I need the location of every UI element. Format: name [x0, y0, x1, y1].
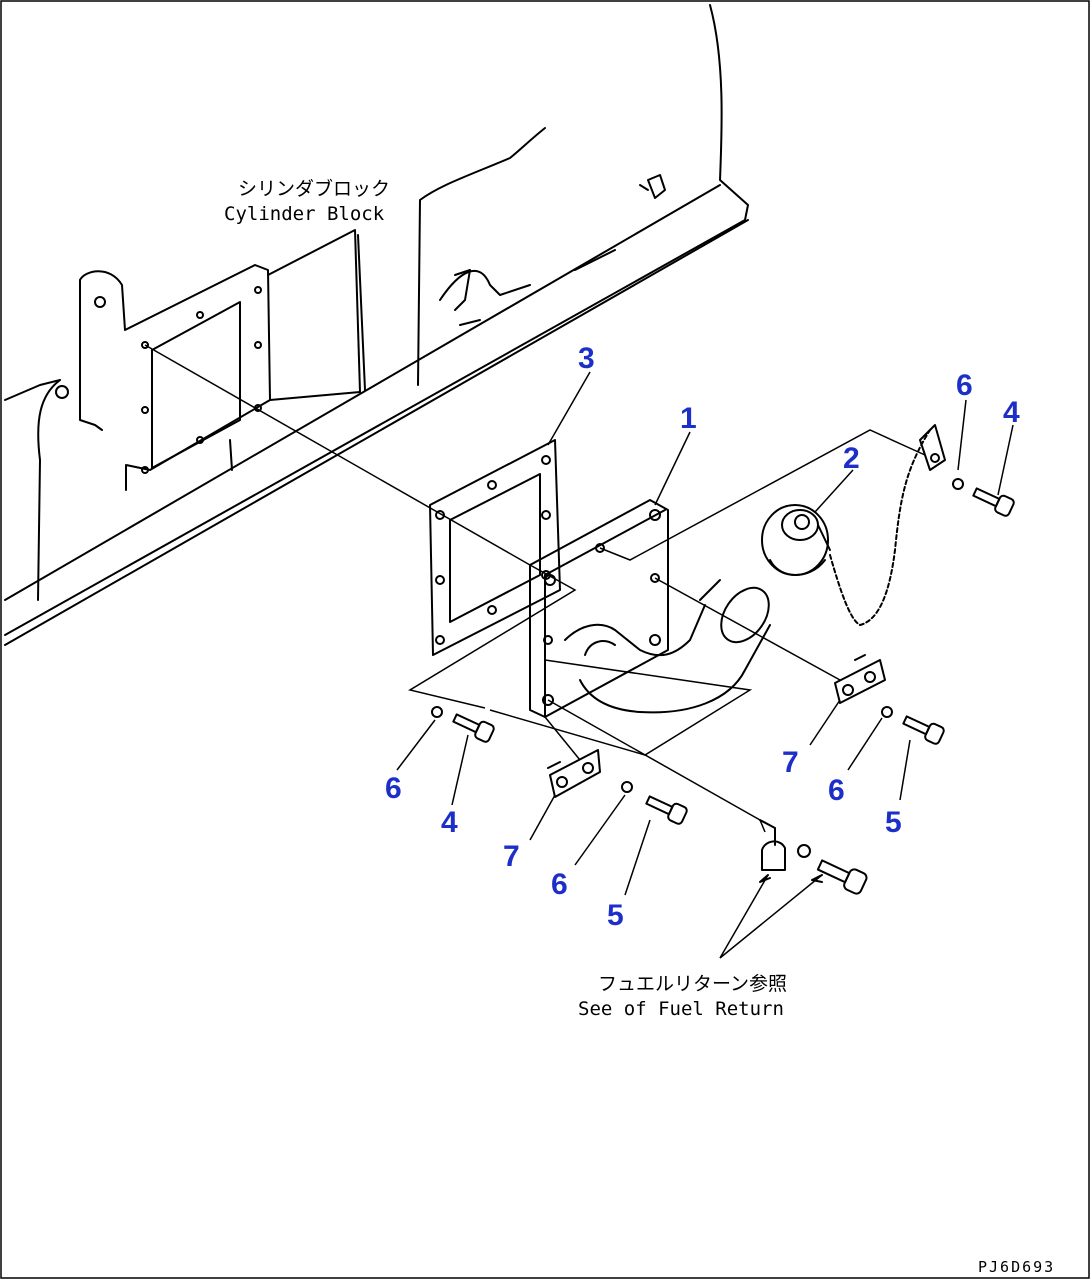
clamp-left — [547, 749, 601, 798]
fuel-return-label-en: See of Fuel Return — [578, 998, 784, 1020]
assembly-lines — [144, 344, 926, 833]
callout-3: 3 — [578, 342, 595, 375]
elbow-cover — [529, 499, 771, 718]
callout-1: 1 — [680, 402, 697, 435]
callout-2: 2 — [843, 442, 860, 475]
callout-5: 5 — [607, 899, 624, 932]
gasket — [429, 439, 561, 656]
fuel-return-clip — [759, 819, 786, 871]
cylinder-block-label-en: Cylinder Block — [224, 203, 385, 225]
chain — [829, 424, 946, 626]
clamp-right — [834, 654, 886, 704]
callout-6: 6 — [385, 772, 402, 805]
washers — [431, 478, 964, 858]
cap — [761, 504, 831, 576]
cylinder-block-label-jp: シリンダブロック — [238, 177, 390, 200]
callout-6: 6 — [828, 774, 845, 807]
callout-7: 7 — [782, 746, 799, 779]
callout-4: 4 — [441, 806, 458, 839]
fuel-return-label-jp: フュエルリターン参照 — [598, 973, 787, 995]
callout-7: 7 — [503, 840, 520, 873]
callouts: 3 1 2 6 4 6 4 7 6 5 7 6 5 — [385, 342, 1020, 932]
bolts — [452, 487, 1015, 895]
callout-6: 6 — [956, 369, 973, 402]
callout-6: 6 — [551, 868, 568, 901]
callout-5: 5 — [885, 806, 902, 839]
cylinder-block — [4, 4, 749, 646]
drawing-code: PJ6D693 — [978, 1258, 1055, 1276]
leader-lines — [396, 371, 1014, 959]
callout-4: 4 — [1003, 396, 1020, 429]
